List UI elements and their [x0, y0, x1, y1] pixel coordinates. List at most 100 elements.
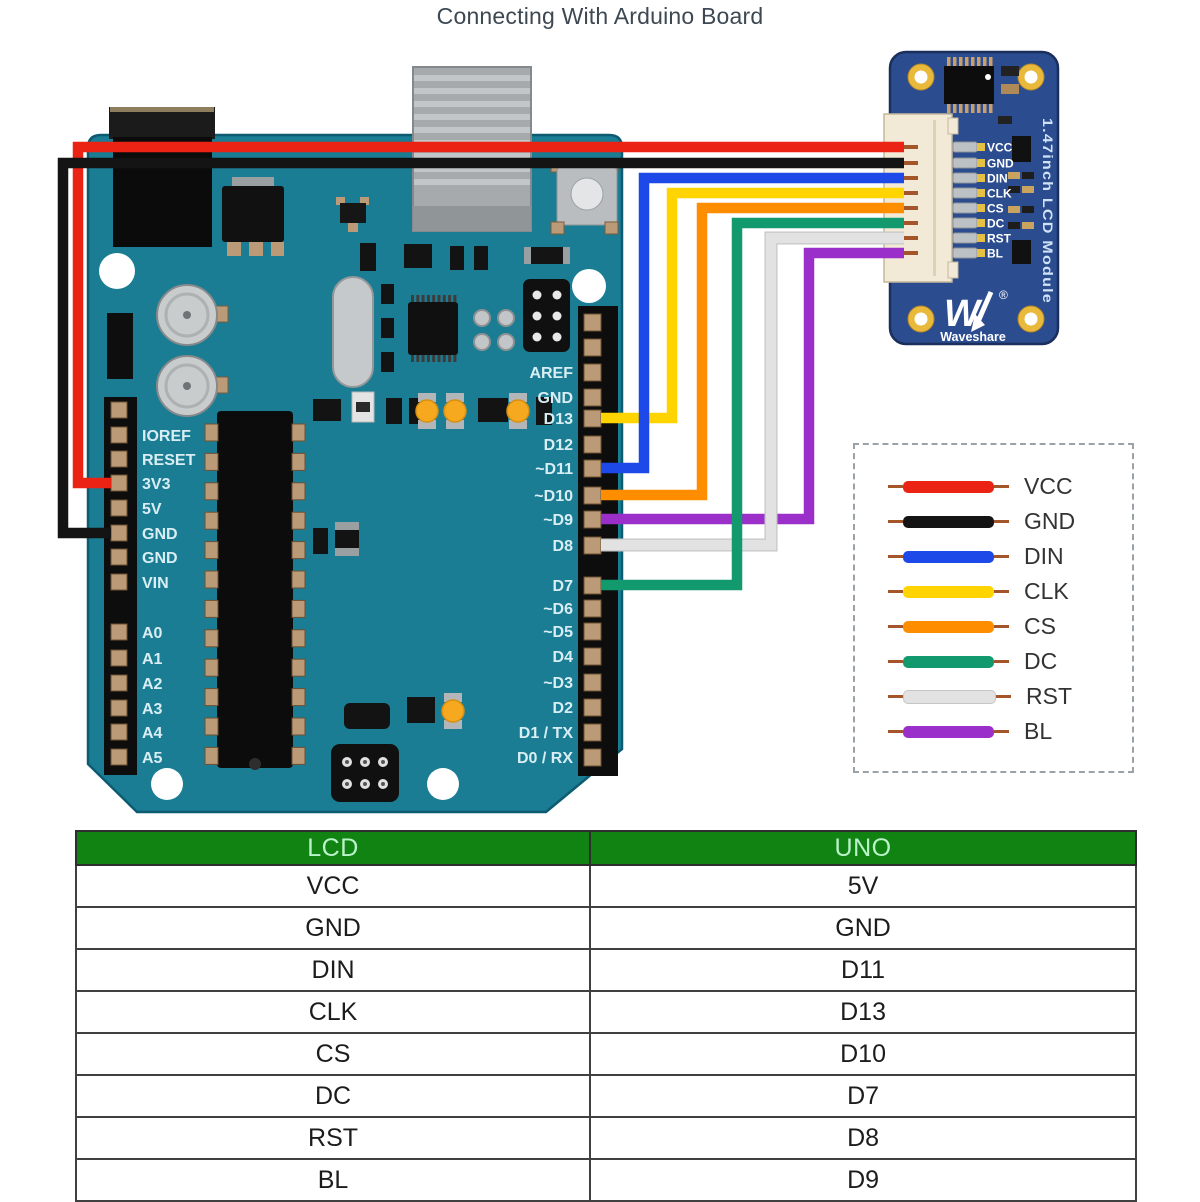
chip-pin — [291, 717, 306, 736]
table-cell: DC — [74, 1074, 592, 1118]
chip-pin — [291, 688, 306, 707]
wire-stub — [902, 221, 918, 225]
pin-pad — [583, 723, 602, 742]
legend-label: BL — [1024, 718, 1053, 744]
connector-pin — [952, 217, 978, 229]
wire-tip — [996, 695, 1011, 698]
mounting-hole — [572, 269, 606, 303]
wire-rst — [601, 232, 904, 551]
wire-tip — [994, 590, 1009, 593]
pin-pad — [977, 189, 985, 197]
connector-pin — [952, 247, 978, 259]
pin-label-gnd: GND — [142, 526, 178, 543]
connector-pin — [952, 141, 978, 153]
legend-entry-dc: DC — [855, 644, 1132, 679]
capacitor — [156, 355, 229, 417]
wire-tip — [888, 660, 903, 663]
table-cell: D7 — [589, 1074, 1137, 1118]
pin-label-aref: AREF — [529, 365, 573, 382]
pin-pad — [110, 748, 128, 766]
table-cell: DIN — [74, 948, 592, 992]
pin-pad — [110, 499, 128, 517]
legend-label: GND — [1024, 508, 1076, 534]
lcd-pin-label-dc: DC — [987, 217, 1005, 231]
pin-label-d13: D13 — [544, 411, 573, 428]
chip-pin — [204, 717, 219, 736]
pin-pad — [977, 249, 985, 257]
legend-entry-gnd: GND — [855, 504, 1132, 539]
lcd-pin-label-cs: CS — [987, 202, 1004, 216]
wire-swatch — [903, 655, 994, 668]
table-cell: GND — [74, 906, 592, 950]
wire-stub — [902, 236, 918, 240]
right-pin-pads — [583, 313, 602, 767]
pin-pad — [110, 623, 128, 641]
pin-pad — [583, 622, 602, 641]
registered-icon: ® — [999, 288, 1008, 302]
pin-pad — [583, 576, 602, 595]
table-cell: D10 — [589, 1032, 1137, 1076]
chip-pin — [204, 629, 219, 648]
pin-pad — [583, 510, 602, 529]
wire-swatch — [903, 550, 994, 563]
wire-tip — [994, 555, 1009, 558]
jumper-wires — [57, 141, 904, 591]
pin-label-d0rx: D0 / RX — [517, 750, 573, 767]
wire-dc — [601, 217, 904, 591]
pin-label-d10: ~D10 — [534, 488, 573, 505]
pin-label-d5: ~D5 — [543, 624, 573, 641]
chip-pin — [291, 599, 306, 618]
chip-pin — [204, 599, 219, 618]
table-cell: CLK — [74, 990, 592, 1034]
column-header-uno: UNO — [589, 830, 1137, 866]
smd-components — [313, 243, 552, 729]
pin-pad — [110, 548, 128, 566]
chip-pin — [291, 658, 306, 677]
chip-pin — [291, 511, 306, 530]
table-cell: BL — [74, 1158, 592, 1202]
wire-swatch — [903, 725, 994, 738]
wire-tip — [994, 520, 1009, 523]
table-header-row: LCD UNO — [74, 830, 1137, 866]
legend-entry-vcc: VCC — [855, 469, 1132, 504]
pin-label-a5: A5 — [142, 750, 163, 767]
connector-pin — [952, 232, 978, 244]
mounting-hole — [427, 768, 459, 800]
table-cell: D9 — [589, 1158, 1137, 1202]
page-title: Connecting With Arduino Board — [436, 3, 764, 29]
connector-pin — [952, 157, 978, 169]
pin-label-d2: D2 — [553, 700, 574, 717]
wire-tip — [994, 730, 1009, 733]
pin-pad — [110, 524, 128, 542]
chip-pin — [291, 541, 306, 560]
pin-pad — [110, 450, 128, 468]
legend-label: CLK — [1024, 578, 1069, 604]
table-cell: CS — [74, 1032, 592, 1076]
capacitor — [156, 284, 229, 346]
chip-pin — [204, 746, 219, 765]
chip-pin — [204, 658, 219, 677]
wire-din — [601, 172, 904, 474]
pin-label-d12: D12 — [544, 437, 573, 454]
wire-clk — [601, 187, 904, 424]
pin-label-vin: VIN — [142, 575, 169, 592]
chip-pin — [204, 511, 219, 530]
pin-pad — [583, 673, 602, 692]
pin-pad — [583, 599, 602, 618]
wire-stub — [902, 176, 918, 180]
wire-swatch — [903, 585, 994, 598]
wire-gnd — [57, 157, 904, 539]
pin-label-a2: A2 — [142, 676, 163, 693]
pin-label-ioref: IOREF — [142, 428, 191, 445]
lcd-module-label: 1.47inch LCD Module — [1040, 118, 1055, 304]
pin-pad — [977, 143, 985, 151]
reset-button — [550, 161, 619, 235]
